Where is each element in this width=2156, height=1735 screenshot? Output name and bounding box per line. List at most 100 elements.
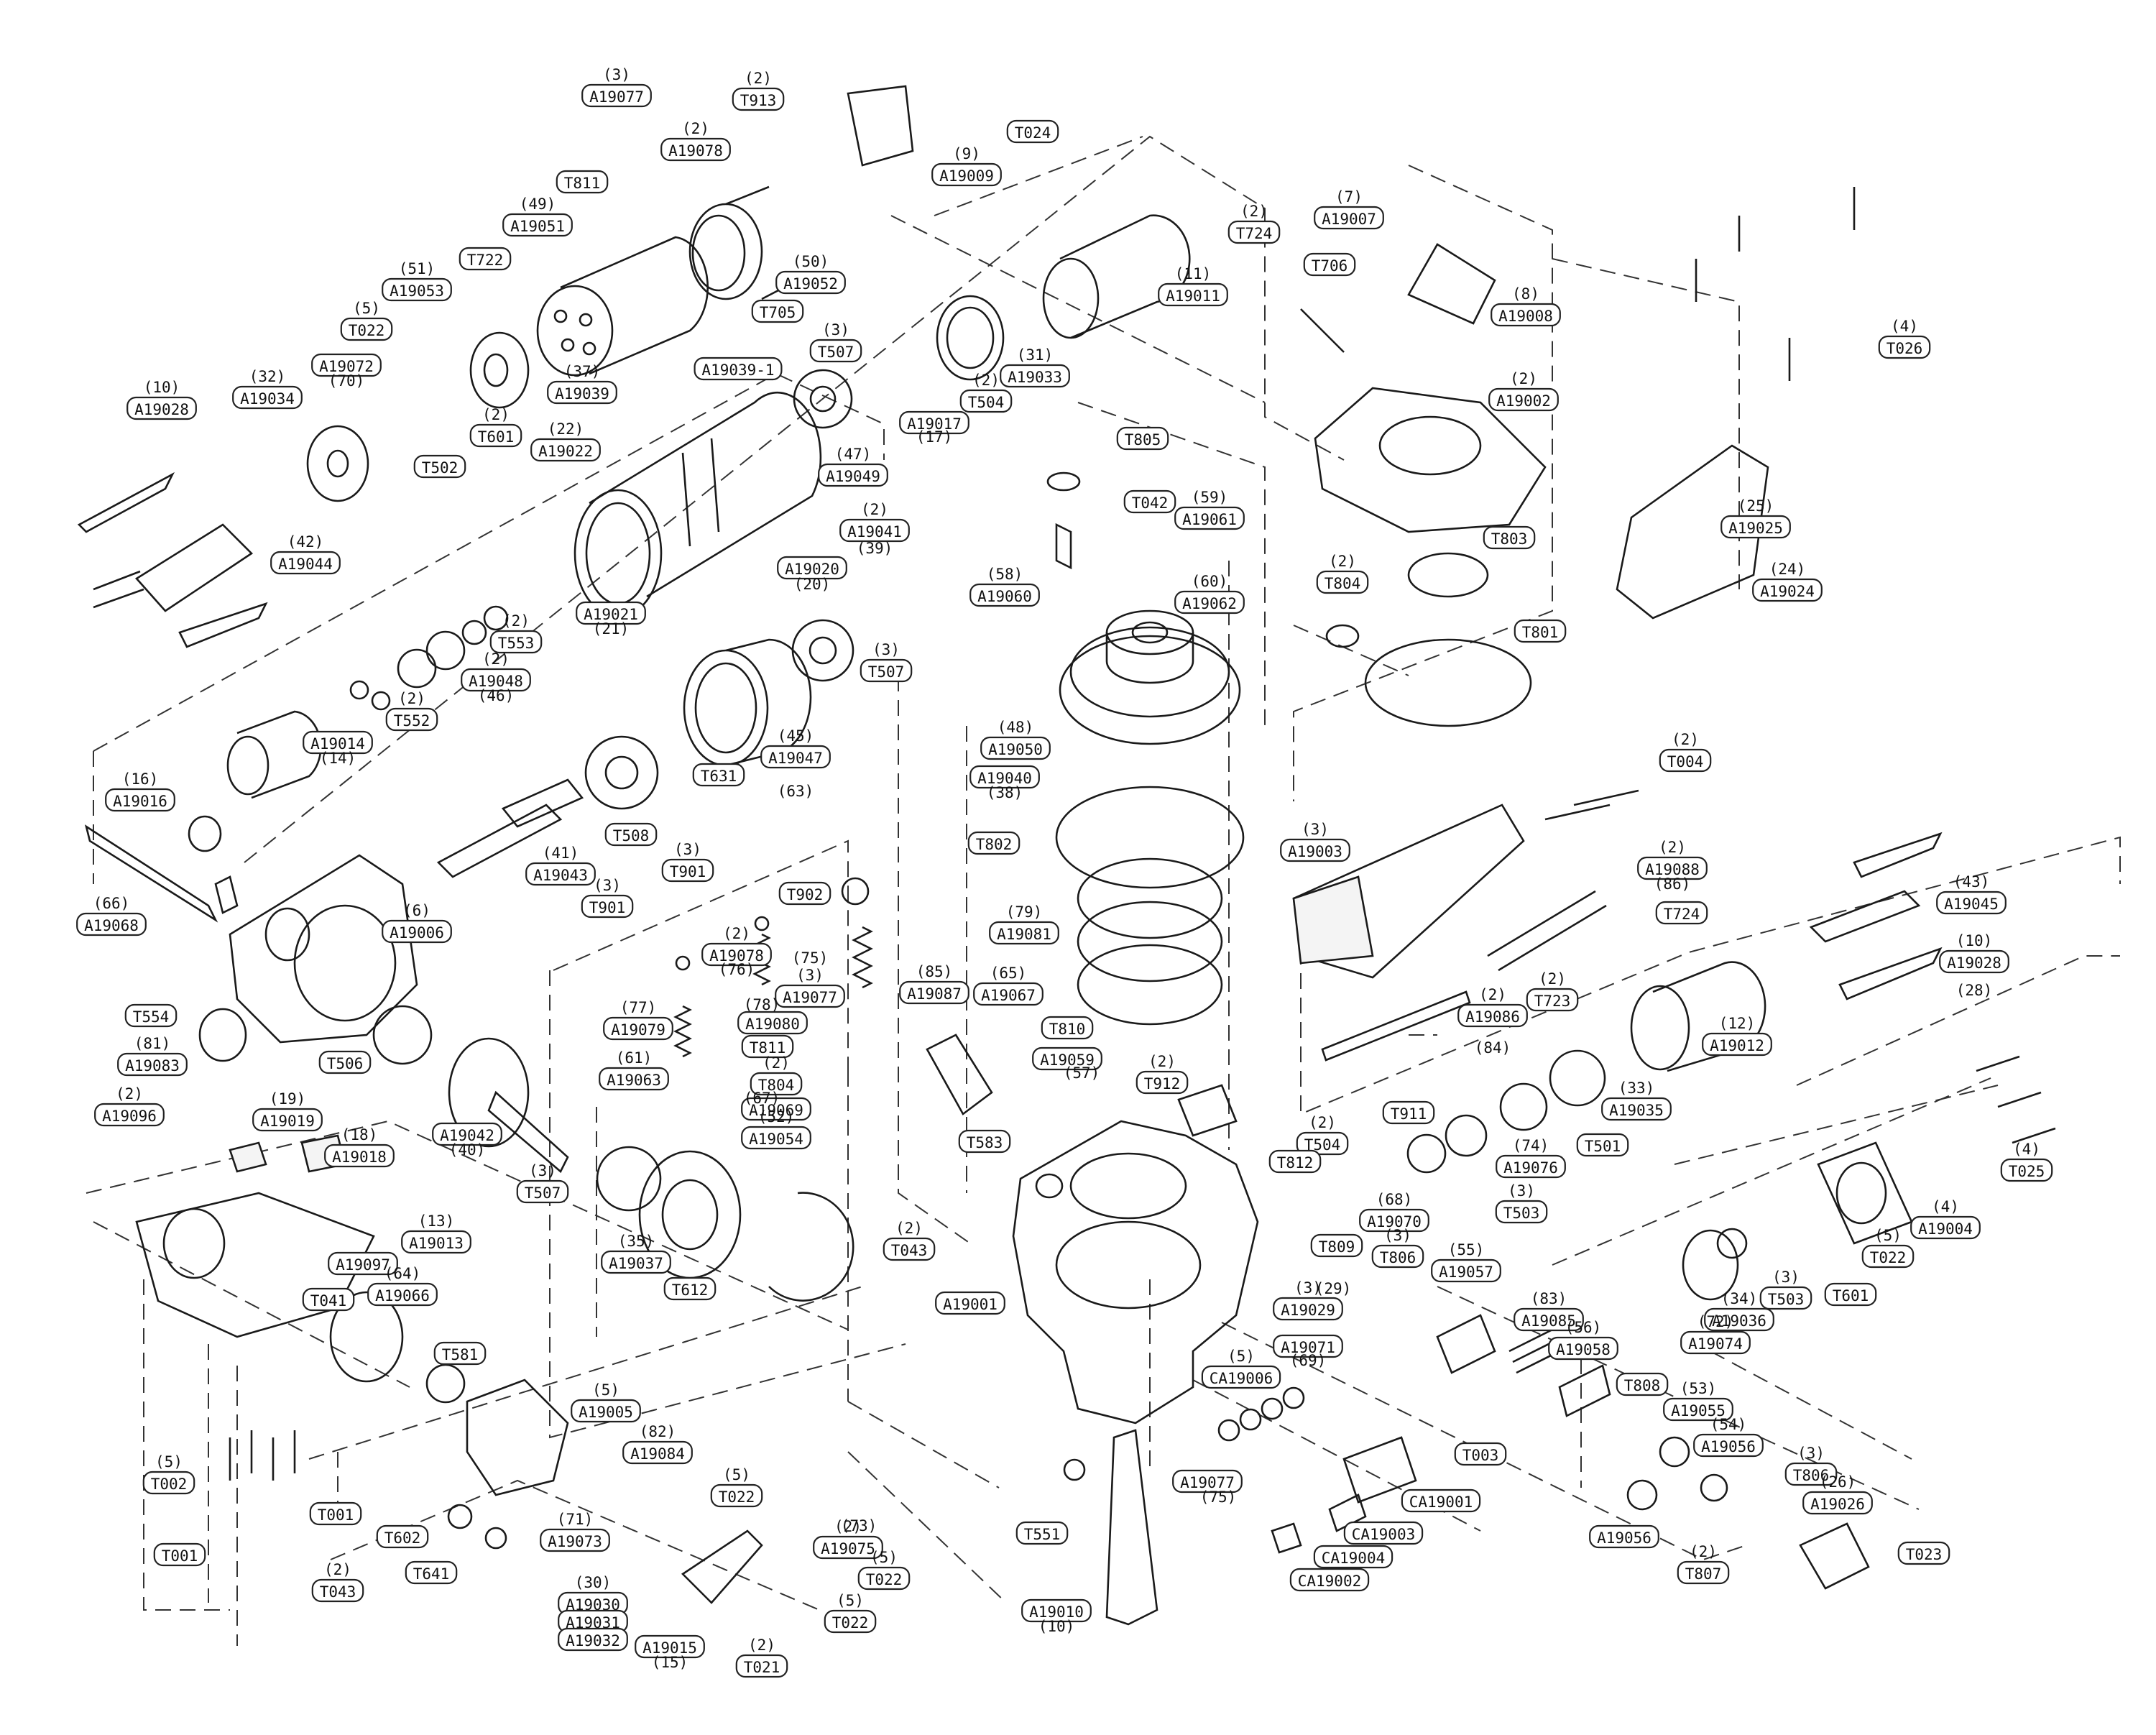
item-number-label: (15) [652, 1654, 688, 1671]
callout-box [958, 1129, 1011, 1154]
quantity-label: (58) [987, 566, 1023, 583]
part-callout: (41)A19043 [525, 845, 596, 886]
quantity-label: (18) [341, 1126, 378, 1143]
callout-box [1431, 1258, 1501, 1283]
callout-box [558, 1627, 628, 1652]
part-number-label: A19078 [709, 947, 764, 965]
nut-t641-part [484, 1527, 507, 1550]
part-callout: (25)A19025 [1720, 497, 1791, 539]
part-number-label: T022 [832, 1614, 869, 1632]
callout-box [622, 1440, 693, 1465]
part-callout: A19069 [741, 1097, 811, 1121]
quantity-label: (3) [822, 321, 849, 339]
part-callout: (82)A19084 [622, 1423, 693, 1465]
part-number-label: T641 [413, 1565, 450, 1583]
part-callout: (2)A19088 [1637, 839, 1708, 880]
part-number-label: T706 [1312, 257, 1348, 275]
callout-box [1174, 590, 1245, 615]
part-callout: (2)T043 [883, 1220, 936, 1261]
callout-box [775, 270, 846, 295]
quantity-label: (3) [1302, 821, 1329, 838]
part-number-label: T912 [1144, 1075, 1181, 1092]
gear-housing-a19006-part [229, 854, 418, 1044]
quantity-label: (4) [1932, 1198, 1959, 1215]
ring-a19033-part [936, 295, 1005, 381]
quantity-label: (48) [998, 719, 1034, 736]
part-callout: (24)A19024 [1752, 561, 1823, 602]
callout-box [701, 942, 772, 967]
part-number-label: T507 [818, 344, 854, 361]
callout-box [1135, 1070, 1189, 1095]
part-number-label: T901 [589, 899, 626, 916]
part-callout: A19040 [969, 765, 1040, 789]
pin-t554-part [214, 875, 239, 914]
part-number-label: T802 [976, 836, 1013, 853]
quantity-label: (41) [543, 845, 579, 862]
part-callout: (3)T901 [661, 841, 714, 883]
piston-a19050-part [1059, 609, 1241, 745]
quantity-label: (6) [403, 902, 430, 919]
part-callout: (59)A19061 [1174, 489, 1245, 530]
part-number-label: A19037 [609, 1255, 663, 1272]
part-number-label: T042 [1132, 494, 1169, 512]
part-number-label: A19029 [1281, 1302, 1335, 1319]
callout-box [735, 1654, 788, 1678]
part-callout: (31)A19033 [1000, 346, 1070, 388]
callout-box [1548, 1336, 1618, 1361]
part-callout: (43)A19045 [1936, 873, 2007, 915]
quantity-label: (60) [1192, 573, 1228, 590]
item-number-label: (63) [778, 783, 814, 800]
part-callout: A19056 [1589, 1524, 1659, 1549]
callout-box [433, 1341, 487, 1366]
part-callout: (42)A19044 [270, 533, 341, 575]
callout-box [318, 1050, 372, 1074]
part-callout: T803 [1483, 525, 1536, 550]
item-number-label: (29) [1315, 1280, 1352, 1297]
part-number-label: T002 [151, 1476, 188, 1493]
quantity-label: (3) [1294, 1279, 1322, 1297]
part-number-label: T583 [967, 1134, 1003, 1151]
part-number-label: A19045 [1944, 896, 1999, 913]
quantity-label: (3) [594, 877, 621, 894]
quantity-label: (31) [1017, 346, 1054, 364]
front-plate-a19053-part [469, 331, 530, 409]
part-callout: A19021 [576, 601, 646, 625]
callout-box [601, 1250, 671, 1274]
part-number-label: A19008 [1498, 308, 1553, 325]
part-callout: (2)T504 [1296, 1114, 1349, 1156]
part-callout: A19017 [899, 410, 969, 435]
callout-box [635, 1634, 705, 1659]
part-callout: CA19001 [1401, 1488, 1481, 1513]
callout-box [1616, 1372, 1669, 1396]
quantity-label: (3) [1384, 1227, 1411, 1244]
ring-a19033-inner-part [946, 306, 995, 369]
part-callout: A19015 [635, 1634, 705, 1659]
part-number-label: A19039 [555, 385, 609, 402]
part-number-label: A19040 [977, 770, 1032, 787]
callout-box [1495, 1200, 1548, 1224]
part-callout: (7)A19007 [1314, 188, 1384, 230]
item-number-label: (78) [744, 996, 780, 1013]
callout-box [382, 277, 452, 302]
part-callout: A19010 [1021, 1598, 1092, 1623]
callout-box [1174, 506, 1245, 530]
part-number-label: A19052 [783, 275, 838, 293]
part-number-label: A19066 [375, 1287, 430, 1304]
callout-box [883, 1237, 936, 1261]
callout-box [1659, 748, 1712, 773]
callout-box [525, 862, 596, 886]
quantity-label: (2) [723, 925, 750, 942]
callout-box [105, 788, 175, 812]
part-callout: (4)T026 [1878, 318, 1931, 359]
part-number-label: A19044 [278, 556, 333, 573]
part-callout: A19032 [558, 1627, 628, 1652]
part-number-label: T631 [701, 768, 737, 785]
callout-box [1824, 1282, 1877, 1307]
part-number-label: A19011 [1166, 287, 1220, 305]
callout-box [576, 601, 646, 625]
part-callout: A19059 [1032, 1046, 1102, 1071]
bushing-t581-part [425, 1363, 466, 1404]
lever-a19015-part [681, 1529, 763, 1604]
part-number-label: CA19003 [1352, 1526, 1416, 1543]
spring-a19083-part [198, 1008, 247, 1062]
